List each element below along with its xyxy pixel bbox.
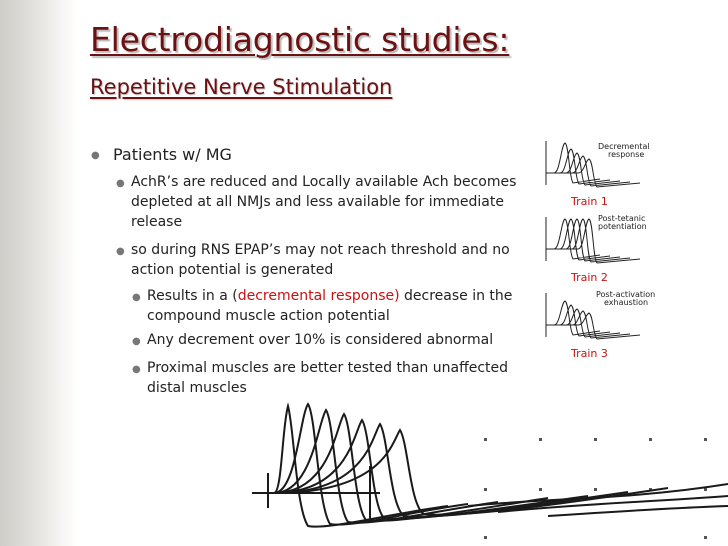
- panel-1-train-label: Train 1: [570, 195, 608, 208]
- panel-3-caption2: exhaustion: [604, 298, 648, 307]
- sub-bullet-achr-line1: AchR’s are reduced and Locally available…: [131, 174, 517, 190]
- sub-sub-bullet-proximal-line1: Proximal muscles are better tested than …: [147, 360, 509, 376]
- slide-title: Electrodiagnostic studies:: [90, 20, 510, 59]
- train-panel-3: Post-activation exhaustion Train 3: [545, 290, 655, 360]
- panel-2-caption2: potentiation: [598, 222, 647, 231]
- decremental-suffix: decrease in the: [399, 288, 513, 304]
- sub-sub-bullet-decremental: Results in a (decremental response) decr…: [147, 288, 512, 304]
- sub-bullet-rns-line1: so during RNS EPAP’s may not reach thres…: [131, 242, 510, 258]
- bullet-patients-mg: Patients w/ MG: [113, 145, 232, 164]
- decremental-highlight: decremental response): [237, 288, 400, 304]
- sub-bullet-achr-line2: depleted at all NMJs and less available …: [131, 194, 504, 210]
- panel-1-caption: Decremental: [598, 142, 650, 151]
- sub-sub-bullet-proximal-line2: distal muscles: [147, 380, 247, 396]
- decremental-waveform-figure: [252, 402, 728, 539]
- panel-3-caption: Post-activation: [596, 290, 655, 299]
- bullet-dot: ●: [132, 364, 141, 375]
- bullet-dot: ●: [91, 150, 100, 161]
- decremental-prefix: Results in a (: [147, 288, 238, 304]
- train-panel-2: Post-tetanic potentiation Train 2: [545, 214, 647, 284]
- sub-bullet-rns-line2: action potential is generated: [131, 262, 334, 278]
- train-panel-1: Decremental response Train 1: [545, 141, 650, 208]
- dot-grid: [484, 438, 707, 539]
- bullet-dot: ●: [132, 336, 141, 347]
- sub-sub-bullet-decrement-10: Any decrement over 10% is considered abn…: [147, 332, 494, 348]
- panel-1-caption2: response: [608, 150, 644, 159]
- panel-3-traces: [545, 293, 641, 340]
- sub-sub-bullet-decremental-line2: compound muscle action potential: [147, 308, 390, 324]
- train-panels-figure: Decremental response Train 1 Post-tetani…: [545, 141, 655, 360]
- panel-2-caption: Post-tetanic: [598, 214, 645, 223]
- bullet-dot: ●: [116, 178, 125, 189]
- bullet-dot: ●: [132, 292, 141, 303]
- bullet-dot: ●: [116, 246, 125, 257]
- panel-2-train-label: Train 2: [570, 271, 608, 284]
- panel-2-traces: [545, 217, 641, 264]
- waveform-traces: [252, 402, 728, 528]
- panel-1-traces: [545, 141, 641, 188]
- left-gradient-strip: [0, 0, 78, 546]
- slide-subtitle: Repetitive Nerve Stimulation: [90, 75, 393, 99]
- panel-3-train-label: Train 3: [570, 347, 608, 360]
- sub-bullet-achr-line3: release: [131, 214, 183, 230]
